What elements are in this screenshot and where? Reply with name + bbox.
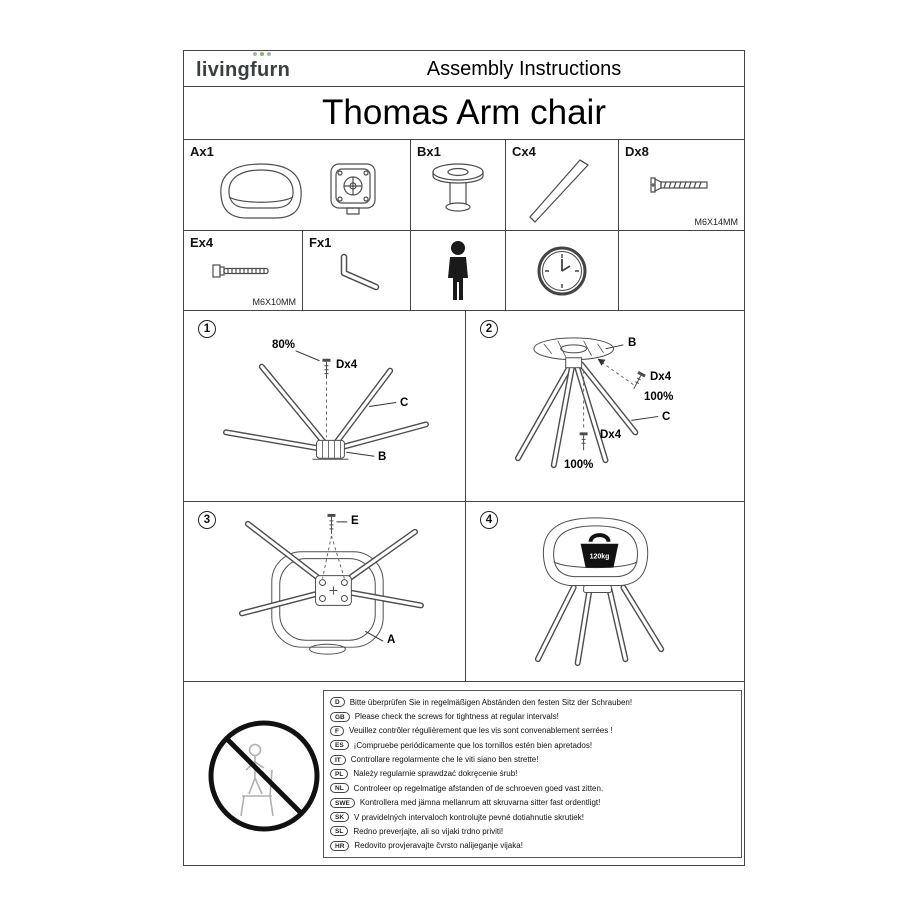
- lang-badge: F: [330, 725, 344, 736]
- brand-dots-icon: [253, 52, 271, 56]
- step-2-number: 2: [480, 320, 498, 338]
- prohibition-icon: [208, 720, 320, 832]
- warning-row: D Bitte überprüfen Sie in regelmäßigen Ab…: [330, 697, 735, 708]
- warning-text: V pravidelných intervaloch kontrolujte p…: [354, 812, 584, 822]
- step-3-panel: 3: [184, 502, 466, 681]
- part-label-e: Ex4: [190, 235, 214, 250]
- leg-illustration: [529, 159, 589, 223]
- lang-badge: D: [330, 697, 345, 708]
- step-4-diagram: 120kg: [534, 517, 665, 667]
- warnings-box: D Bitte überprüfen Sie in regelmäßigen Ab…: [323, 690, 742, 858]
- lang-badge: PL: [330, 768, 349, 779]
- step-3-seat-label: A: [387, 634, 396, 646]
- part-label-b: Bx1: [417, 144, 441, 159]
- part-cell-c: Cx4: [506, 140, 619, 230]
- empty-cell: [619, 231, 744, 310]
- allen-key-icon: [340, 253, 379, 290]
- step-2-pct1-label: 100%: [644, 391, 674, 403]
- step-2-leg-label: C: [662, 411, 671, 423]
- warning-row: HR Redovito provjeravajte čvrsto nalijega…: [330, 840, 735, 851]
- part-cell-d: Dx8 M6X14MM: [619, 140, 744, 230]
- lang-badge: SL: [330, 826, 349, 837]
- lang-badge: SK: [330, 812, 350, 823]
- warning-row: ES ¡Compruebe periódicamente que los torn…: [330, 740, 735, 751]
- step-1-diagram: [223, 350, 429, 460]
- instruction-sheet: livingfurn Assembly Instructions Thomas …: [183, 50, 745, 866]
- warning-text: Należy regularnie sprawdzać dokręcenie ś…: [353, 769, 518, 779]
- part-label-a: Ax1: [190, 144, 214, 159]
- step-3-diagram: [238, 513, 424, 655]
- step-2-pct2-label: 100%: [564, 459, 594, 471]
- header: livingfurn Assembly Instructions: [184, 51, 744, 87]
- step-2-panel: 2: [466, 311, 744, 502]
- warning-text: Controleer op regelmatige afstanden of d…: [353, 783, 604, 793]
- step-2-base-label: B: [628, 337, 637, 349]
- step-3-number: 3: [198, 511, 216, 529]
- warning-row: NL Controleer op regelmatige afstanden of…: [330, 783, 735, 794]
- part-cell-b: Bx1: [411, 140, 506, 230]
- part-label-c: Cx4: [512, 144, 536, 159]
- part-label-f: Fx1: [309, 235, 332, 250]
- step-1-panel: 1 80% Dx4 C B: [184, 311, 466, 502]
- base-plate-illustration: [330, 163, 376, 215]
- step-1-number: 1: [198, 320, 216, 338]
- warning-row: SWE Kontrollera med jämna mellanrum att s…: [330, 797, 735, 808]
- lang-badge: ES: [330, 740, 349, 751]
- step-4-number: 4: [480, 511, 498, 529]
- warning-text: Redovito provjeravajte čvrsto nalijeganj…: [354, 841, 523, 851]
- weight-icon: 120kg: [580, 533, 619, 568]
- lang-badge: HR: [330, 840, 350, 851]
- part-size-e: M6X10MM: [252, 297, 296, 307]
- product-title: Thomas Arm chair: [184, 87, 744, 140]
- lang-badge: SWE: [330, 797, 355, 808]
- warning-text: Veuillez contrôler régulièrement que les…: [349, 726, 613, 736]
- warning-row: IT Controllare regolarmente che le viti s…: [330, 754, 735, 765]
- person-cell: [411, 231, 506, 310]
- part-size-d: M6X14MM: [694, 217, 738, 227]
- step-3-screw-label: E: [351, 515, 359, 527]
- brand-logo: livingfurn: [196, 52, 291, 82]
- part-cell-f: Fx1: [303, 231, 411, 310]
- clock-icon: [537, 246, 587, 295]
- warning-text: ¡Compruebe periódicamente que los tornil…: [353, 740, 593, 750]
- part-cell-e: Ex4 M6X10MM: [184, 231, 303, 310]
- hub-illustration: [432, 163, 484, 212]
- parts-row-2: Ex4 M6X10MM Fx1: [184, 231, 744, 311]
- seat-shell-illustration: [220, 163, 302, 219]
- parts-row-1: Ax1 Bx1: [184, 140, 744, 231]
- warning-text: Bitte überprüfen Sie in regelmäßigen Abs…: [349, 697, 633, 707]
- step-1-leg-label: C: [400, 397, 409, 409]
- footer-section: D Bitte überprüfen Sie in regelmäßigen Ab…: [184, 682, 744, 865]
- warning-text: Redno preverjajte, ali so vijaki trdno p…: [353, 826, 504, 836]
- part-cell-a: Ax1: [184, 140, 411, 230]
- step-4-panel: 4 120kg: [466, 502, 744, 681]
- svg-text:120kg: 120kg: [590, 554, 610, 561]
- step-1-screw-label: Dx4: [336, 359, 358, 371]
- warning-row: SK V pravidelných intervaloch kontrolujte…: [330, 812, 735, 823]
- warning-text: Kontrollera med jämna mellanrum att skru…: [359, 798, 601, 808]
- warning-row: PL Należy regularnie sprawdzać dokręcenie…: [330, 768, 735, 779]
- step-2-diagram: [514, 337, 659, 469]
- warning-text: Please check the screws for tightness at…: [354, 712, 559, 722]
- screw-illustration: [649, 177, 708, 193]
- lang-badge: NL: [330, 783, 349, 794]
- step-2-screw1-label: Dx4: [650, 371, 672, 383]
- warning-row: GB Please check the screws for tightness …: [330, 711, 735, 722]
- person-icon: [448, 240, 468, 300]
- brand-name: livingfurn: [196, 59, 291, 81]
- lang-badge: IT: [330, 754, 346, 765]
- warning-text: Controllare regolarmente che le viti sia…: [350, 755, 539, 765]
- step-1-pct-label: 80%: [272, 339, 296, 351]
- part-label-d: Dx8: [625, 144, 649, 159]
- clock-cell: [506, 231, 619, 310]
- bolt-illustration: [212, 263, 269, 278]
- lang-badge: GB: [330, 711, 350, 722]
- step-1-hub-label: B: [378, 451, 387, 463]
- sheet-title: Assembly Instructions: [426, 58, 622, 80]
- assembly-steps: 1 80% Dx4 C B: [184, 311, 744, 682]
- warning-row: F Veuillez contrôler régulièrement que le…: [330, 725, 735, 736]
- warning-row: SL Redno preverjajte, ali so vijaki trdno…: [330, 826, 735, 837]
- step-2-screw2-label: Dx4: [600, 429, 622, 441]
